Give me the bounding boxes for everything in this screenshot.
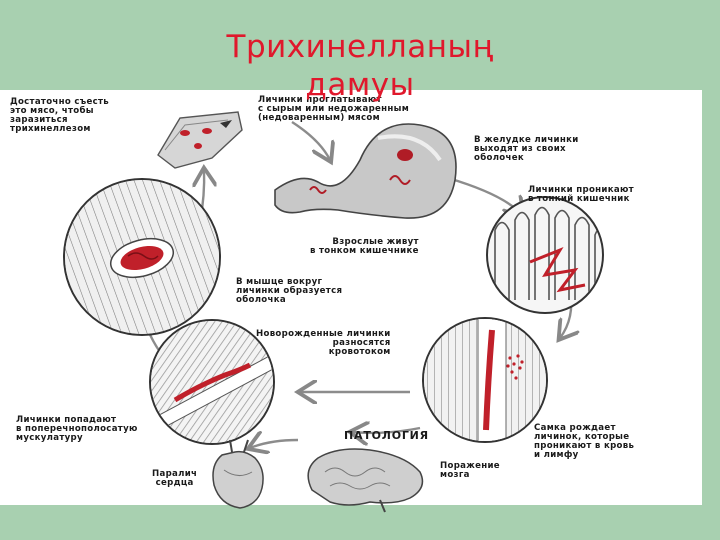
arrow-blood-to-pathology [352,428,421,433]
blood-vessel-circle [422,317,548,443]
label-newborn-spread: Новорожденные личинки разносятся кровото… [256,329,391,357]
label-enter-muscle: Личинки попадают в поперечнополосатую му… [16,415,138,443]
label-swallowed: Личинки проглатывают с сырым или недожар… [258,95,410,123]
heart-illustration [212,439,264,509]
infected-meat-illustration [157,111,243,169]
intestine-circle [486,196,604,314]
arrow-meat-to-stomach [291,120,330,160]
label-adults-live: Взрослые живут в тонком кишечнике [310,237,419,256]
arrow-pathology-to-heart [250,440,299,448]
label-brain-damage: Поражение мозга [440,461,500,480]
label-enter-intestine: Личинки проникают в тонкий кишечник [528,185,634,204]
label-stomach-exit: В желудке личинки выходят из своих оболо… [474,135,579,163]
brain-illustration [307,448,424,513]
stomach-illustration [274,123,457,219]
label-muscle-capsule: В мышце вокруг личинки образуется оболоч… [236,277,343,305]
label-eat-meat: Достаточно съесть это мясо, чтобы зарази… [10,97,110,134]
label-female-births: Самка рождает личинок, которые проникают… [534,423,635,460]
label-pathology: ПАТОЛОГИЯ [344,429,429,442]
muscle-larvae-circle [149,319,275,445]
label-heart-paralysis: Паралич сердца [152,469,198,488]
encapsulated-larva-circle [63,178,221,336]
